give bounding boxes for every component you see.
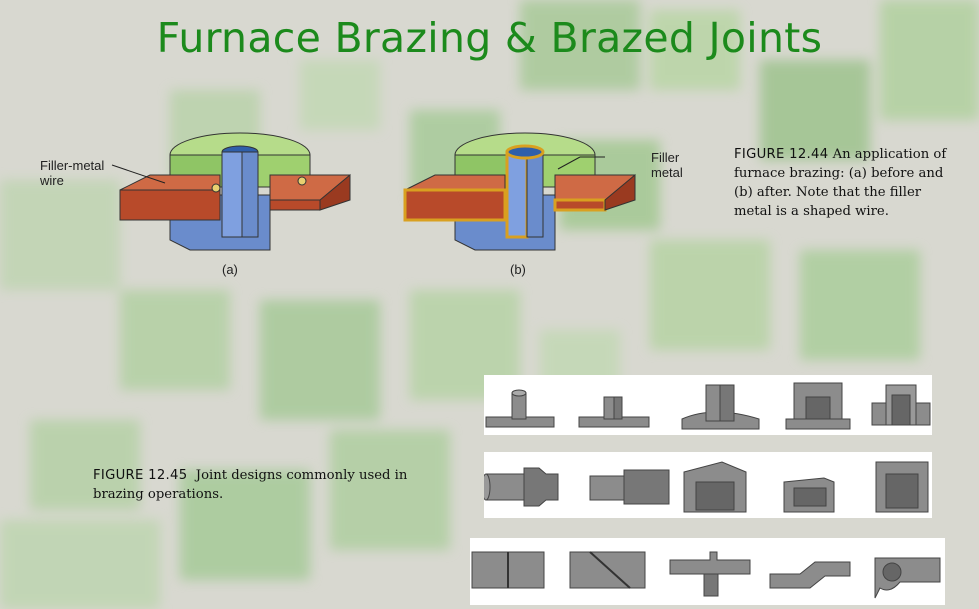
caption-line: FIGURE 12.45 Joint designs commonly used…	[93, 466, 443, 485]
caption-line: metal is a shaped wire.	[734, 204, 889, 219]
joint-designs-row-2	[484, 452, 932, 518]
joint-row-2-drawing	[484, 461, 929, 513]
caption-text: An application of	[832, 147, 947, 162]
caption-number: FIGURE 12.45	[93, 468, 188, 483]
joint-designs-row-3	[470, 538, 945, 605]
caption-text: Joint designs commonly used in	[195, 468, 408, 483]
filler-metal-wire-label: Filler-metal wire	[40, 158, 104, 188]
caption-number: FIGURE 12.44	[734, 147, 829, 162]
sublabel-a: (a)	[222, 262, 238, 277]
assembly-after-diagram	[403, 132, 636, 251]
label-line: metal	[651, 165, 683, 180]
joint-row-1-drawing	[485, 382, 931, 430]
assembly-before-diagram	[119, 132, 351, 251]
caption-line: furnace brazing: (a) before and	[734, 166, 944, 181]
label-line: wire	[40, 173, 64, 188]
joint-designs-row-1	[484, 375, 932, 435]
figure-45-caption: FIGURE 12.45 Joint designs commonly used…	[93, 466, 443, 504]
filler-metal-label: Filler metal	[651, 150, 683, 180]
joint-row-3-drawing	[471, 551, 941, 599]
furnace-brazing-figure	[111, 132, 636, 251]
figure-44-caption: FIGURE 12.44 An application of furnace b…	[734, 145, 969, 221]
caption-line: FIGURE 12.44 An application of	[734, 145, 969, 164]
label-line: Filler-metal	[40, 158, 105, 173]
label-line: Filler	[651, 150, 680, 165]
page-title: Furnace Brazing & Brazed Joints	[156, 14, 823, 62]
caption-line: brazing operations.	[93, 487, 224, 502]
sublabel-b: (b)	[510, 262, 526, 277]
caption-line: (b) after. Note that the filler	[734, 185, 922, 200]
